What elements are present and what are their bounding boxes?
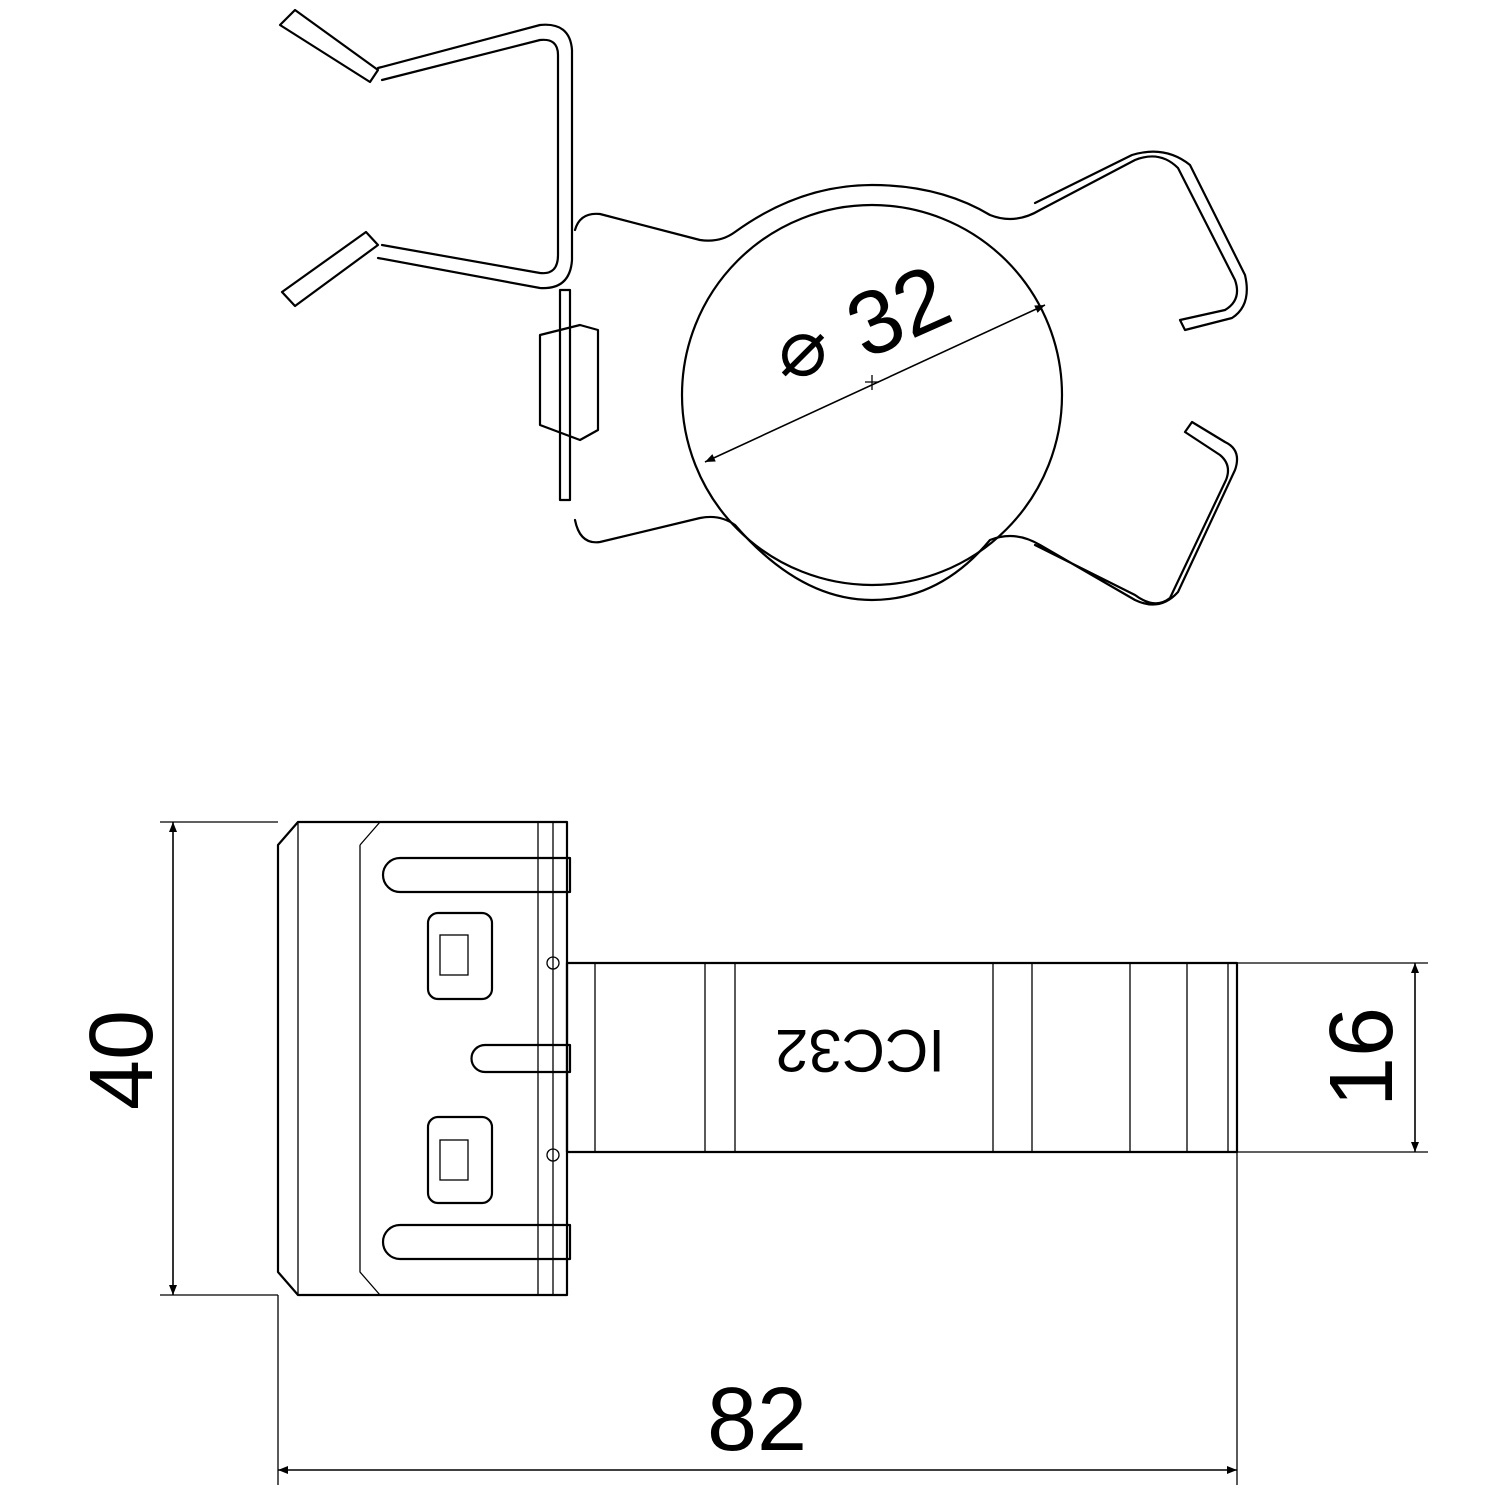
clip-body <box>573 150 1248 332</box>
tube-height-value-label: 16 <box>1312 1007 1412 1107</box>
diameter-symbol: ⌀ <box>779 303 827 392</box>
tube-bore-circle <box>680 203 1064 587</box>
lower-clip-arm <box>280 230 380 308</box>
upper-clip-bracket <box>376 23 574 290</box>
slot-middle <box>470 1043 572 1074</box>
window-bottom-inner <box>439 1139 469 1181</box>
upper-clip-arm <box>278 8 380 84</box>
length-value-label: 82 <box>707 1370 807 1470</box>
clip-body-lower <box>573 420 1239 606</box>
center-mark <box>865 375 879 390</box>
slot-bottom <box>381 1223 572 1261</box>
rivet-top <box>546 956 560 970</box>
height-value-label: 40 <box>72 1010 172 1110</box>
diameter-dimension-line <box>704 304 1046 463</box>
clip-back-plate <box>538 288 600 502</box>
window-bottom <box>426 1115 494 1205</box>
side-view: ICC32 40 16 82 <box>72 820 1428 1485</box>
extension-lines <box>160 821 1428 1485</box>
part-marking-label: ICC32 <box>775 1017 945 1084</box>
tube-body <box>565 961 1239 1154</box>
tube-ribs <box>594 963 1229 1152</box>
slot-top <box>381 856 572 894</box>
diameter-value-label: 32 <box>832 246 964 378</box>
clip-side-edges <box>297 821 554 1296</box>
window-top <box>426 911 494 1001</box>
rivet-bottom <box>546 1148 560 1162</box>
window-top-inner <box>439 934 469 976</box>
top-view-clip: ⌀ 32 <box>278 8 1248 606</box>
